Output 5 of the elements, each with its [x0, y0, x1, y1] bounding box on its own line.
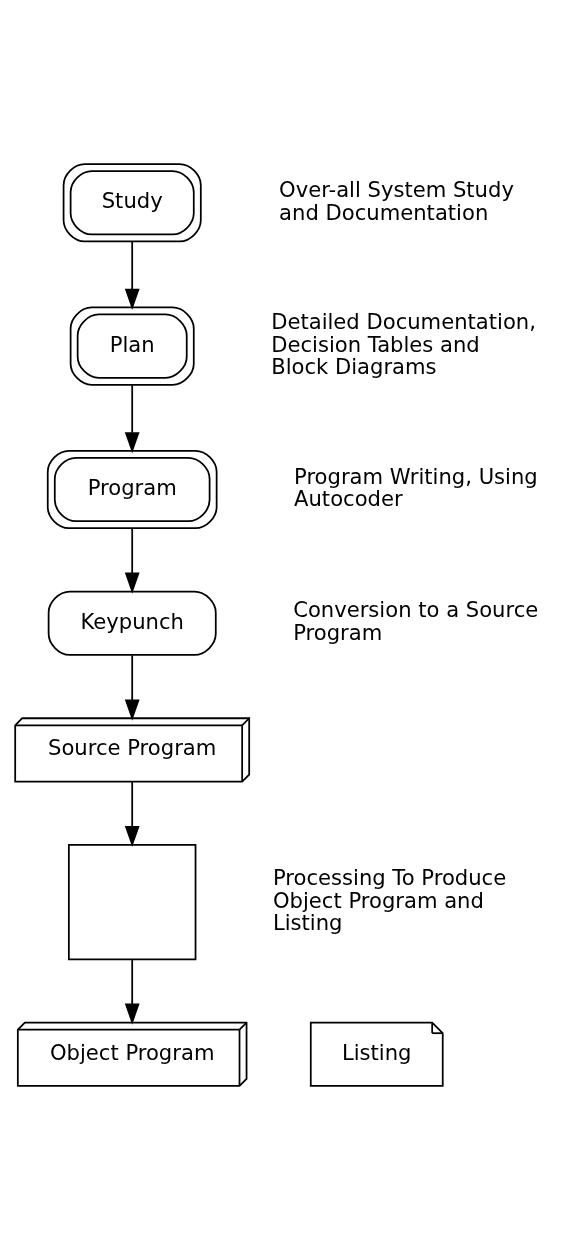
- node-label: Processing To Produce Object Program and Listing: [272, 864, 507, 935]
- node-label: Program Writing, Using Autocoder: [294, 463, 538, 511]
- node-label: Detailed Documentation, Decision Tables and Block Diagrams: [271, 308, 536, 379]
- node-label: Over-all System Study and Documentation: [279, 176, 514, 225]
- node-label: Conversion to a Source Program: [293, 596, 539, 645]
